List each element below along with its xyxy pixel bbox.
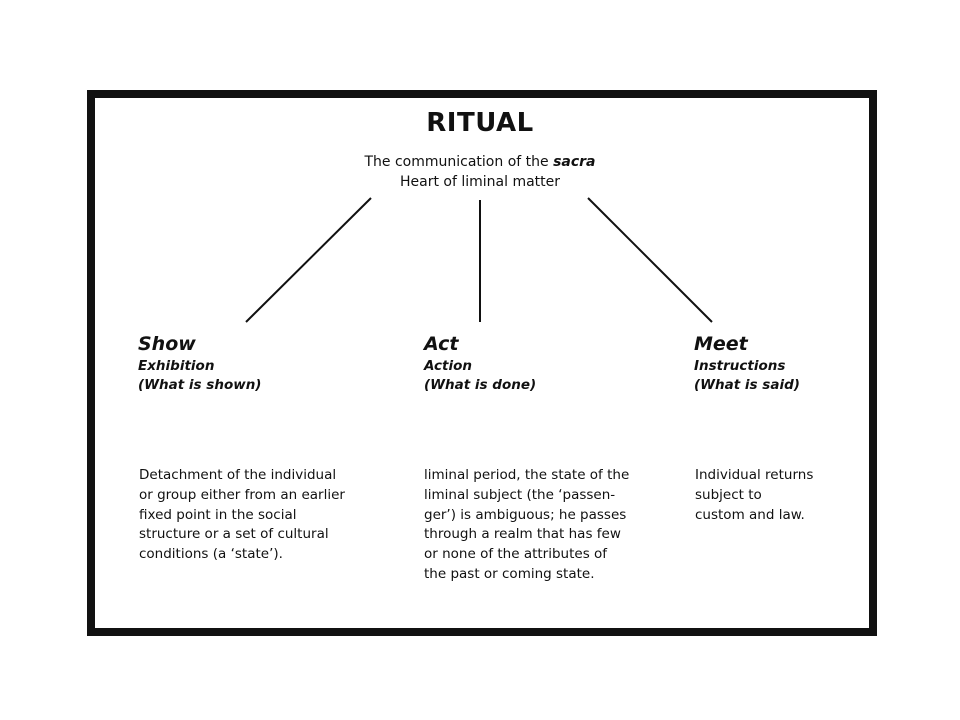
branch-meet-description: Individual returns subject to custom and…: [695, 467, 814, 523]
diagram-subtitle: The communication of the sacra Heart of …: [330, 152, 630, 192]
branch-meet-heading: Meet: [694, 333, 748, 355]
subtitle-emphasis: sacra: [553, 154, 596, 170]
branch-act-heading: Act: [424, 333, 459, 355]
branch-show-question: (What is shown): [138, 377, 262, 393]
diagram-frame: [87, 90, 877, 636]
branch-act-question: (What is done): [424, 377, 537, 393]
connector-line-meet: [587, 197, 713, 323]
branch-show-heading: Show: [138, 333, 196, 355]
branch-act-description: liminal period, the state of the liminal…: [424, 467, 630, 582]
subtitle-line-1: The communication of the sacra: [330, 152, 630, 172]
branch-meet-subheading: Instructions: [694, 358, 786, 374]
branch-meet-question: (What is said): [694, 377, 800, 393]
subtitle-line-1-text: The communication of the: [364, 154, 554, 170]
branch-act-subheading: Action: [424, 358, 473, 374]
branch-show-description: Detachment of the individual or group ei…: [139, 467, 345, 563]
subtitle-line-2: Heart of liminal matter: [399, 174, 561, 190]
branch-show-subheading: Exhibition: [138, 358, 215, 374]
diagram-title: RITUAL: [426, 108, 534, 138]
connector-line-show: [245, 197, 372, 323]
